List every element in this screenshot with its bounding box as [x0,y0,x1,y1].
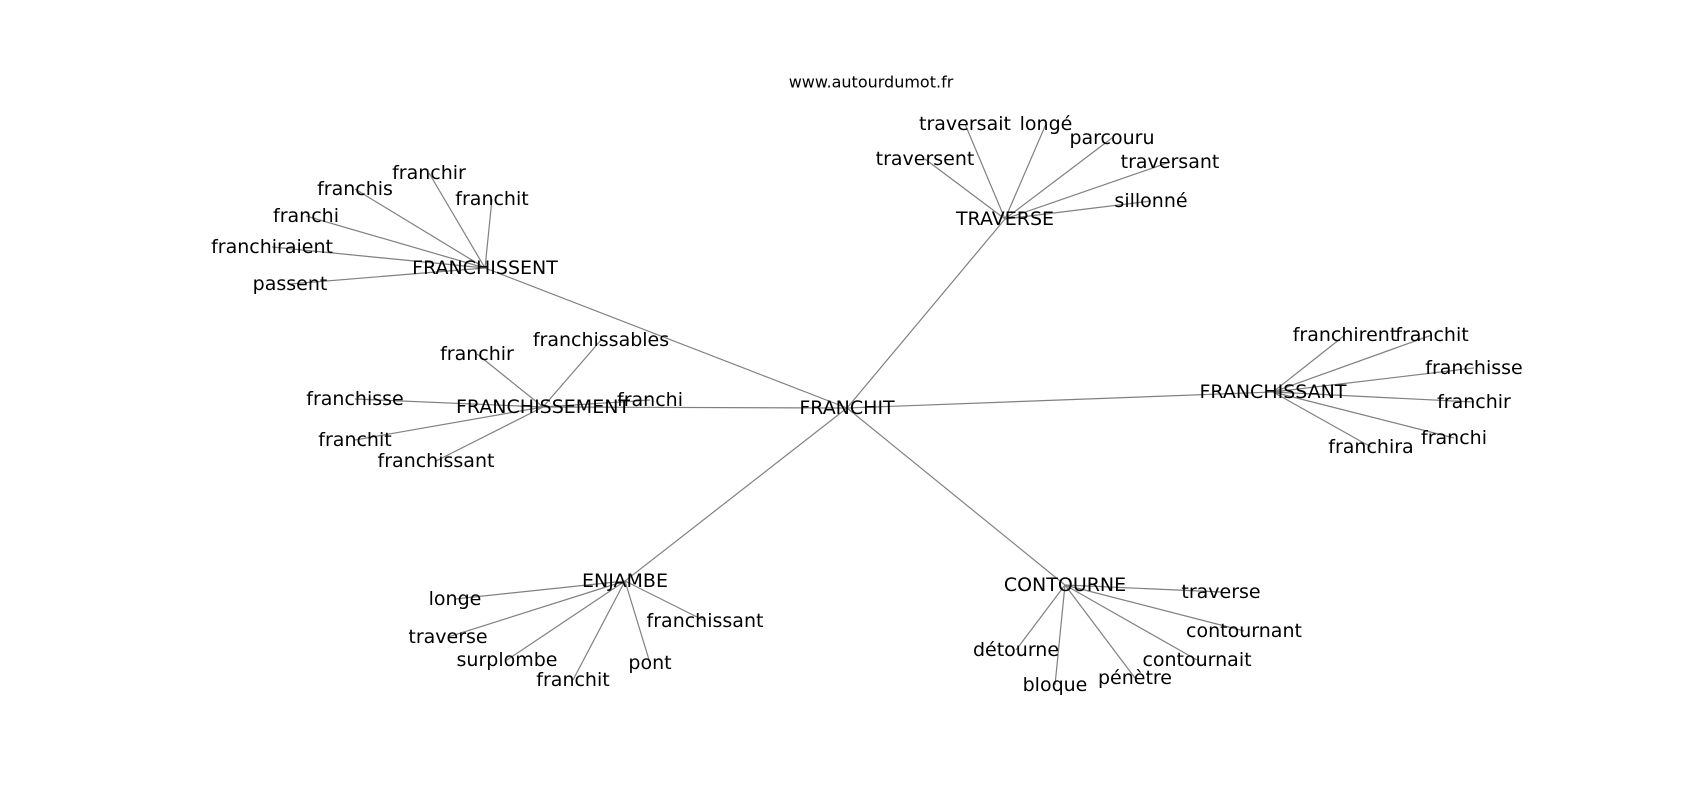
edge-hub-leaf [271,246,486,269]
leaf-word[interactable]: franchissant [378,450,495,472]
edge-hub-leaf [964,123,1006,220]
leaf-word[interactable]: passent [253,273,328,295]
leaf-word[interactable]: franchi [617,389,683,411]
leaf-word[interactable]: surplombe [457,649,558,671]
hub-word[interactable]: CONTOURNE [1004,574,1126,596]
leaf-word[interactable]: traversait [919,113,1011,135]
edge-hub-leaf [1272,334,1433,393]
edge-hub-leaf [624,580,706,622]
leaf-word[interactable]: parcouru [1069,127,1154,149]
edge-hub-leaf [484,198,493,269]
edge-hub-leaf [447,580,626,638]
leaf-word[interactable]: bloque [1023,674,1088,696]
leaf-word[interactable]: pénètre [1098,667,1172,689]
edge-hub-leaf [454,580,626,600]
leaf-word[interactable]: franchisse [306,388,403,410]
site-url: www.autourdumot.fr [789,73,954,92]
leaf-word[interactable]: traversent [876,148,975,170]
edge-hub-leaf [542,399,651,408]
leaf-word[interactable]: franchir [392,162,466,184]
graph-edges [271,123,1475,686]
edge-hub-leaf [435,406,544,462]
edge-center-hub [624,407,848,582]
edge-center-hub [846,407,1066,586]
edge-hub-leaf [1272,391,1455,439]
leaf-word[interactable]: traverse [408,626,487,648]
leaf-word[interactable]: franchissables [533,329,669,351]
leaf-word[interactable]: franchirent [1293,324,1398,346]
leaf-word[interactable]: franchit [536,669,609,691]
hub-word[interactable]: FRANCHISSANT [1199,381,1346,403]
leaf-word[interactable]: franchir [440,343,514,365]
edge-hub-leaf [1272,391,1372,448]
leaf-word[interactable]: franchisse [1425,357,1522,379]
hub-word[interactable]: TRAVERSE [955,208,1054,230]
leaf-word[interactable]: franchira [1328,436,1413,458]
edge-hub-leaf [1004,161,1171,220]
edge-hub-leaf [1272,334,1346,393]
edge-hub-leaf [572,580,626,681]
edge-hub-leaf [354,406,544,441]
leaf-word[interactable]: franchit [455,188,528,210]
leaf-word[interactable]: longé [1020,113,1073,135]
leaf-word[interactable]: contournant [1186,620,1302,642]
leaf-word[interactable]: traverse [1181,581,1260,603]
edge-center-hub [484,267,848,409]
leaf-word[interactable]: traversant [1121,151,1220,173]
edge-hub-leaf [1272,391,1475,403]
edge-hub-leaf [1004,137,1113,220]
edge-hub-leaf [1064,584,1245,632]
leaf-word[interactable]: franchiraient [211,236,333,258]
edge-hub-leaf [924,158,1006,220]
leaf-word[interactable]: franchir [1437,391,1511,413]
leaf-word[interactable]: franchi [273,205,339,227]
hub-word[interactable]: ENJAMBE [582,570,668,592]
edge-center-hub [846,218,1006,409]
edge-hub-leaf [428,172,486,269]
hub-word[interactable]: FRANCHISSEMENT [456,396,630,418]
leaf-word[interactable]: franchit [318,429,391,451]
leaf-word[interactable]: franchis [317,178,393,200]
edge-hub-leaf [1272,367,1475,393]
edge-hub-leaf [305,215,486,269]
edge-hub-leaf [476,353,544,408]
edge-center-hub [846,391,1274,409]
leaf-word[interactable]: franchi [1421,427,1487,449]
edge-hub-leaf [506,580,626,661]
edge-hub-leaf [1015,584,1066,651]
edge-hub-leaf [1064,584,1198,661]
center-word[interactable]: FRANCHIT [799,397,895,419]
edge-hub-leaf [354,188,486,269]
leaf-word[interactable]: pont [628,652,671,674]
leaf-word[interactable]: longe [429,588,482,610]
edge-hub-leaf [289,267,486,285]
edge-hub-leaf [1064,584,1136,679]
edge-hub-leaf [1054,584,1066,686]
edge-center-hub [542,406,848,409]
leaf-word[interactable]: sillonné [1114,190,1187,212]
hub-word[interactable]: FRANCHISSENT [412,257,558,279]
leaf-word[interactable]: franchissant [647,610,764,632]
edge-hub-leaf [1004,123,1047,220]
edge-hub-leaf [1004,200,1152,220]
edge-hub-leaf [624,580,651,664]
leaf-word[interactable]: franchit [1395,324,1468,346]
leaf-word[interactable]: détourne [973,639,1059,661]
leaf-word[interactable]: contournait [1142,649,1251,671]
edge-hub-leaf [1064,584,1222,593]
edge-hub-leaf [542,339,602,408]
edge-hub-leaf [354,398,544,408]
